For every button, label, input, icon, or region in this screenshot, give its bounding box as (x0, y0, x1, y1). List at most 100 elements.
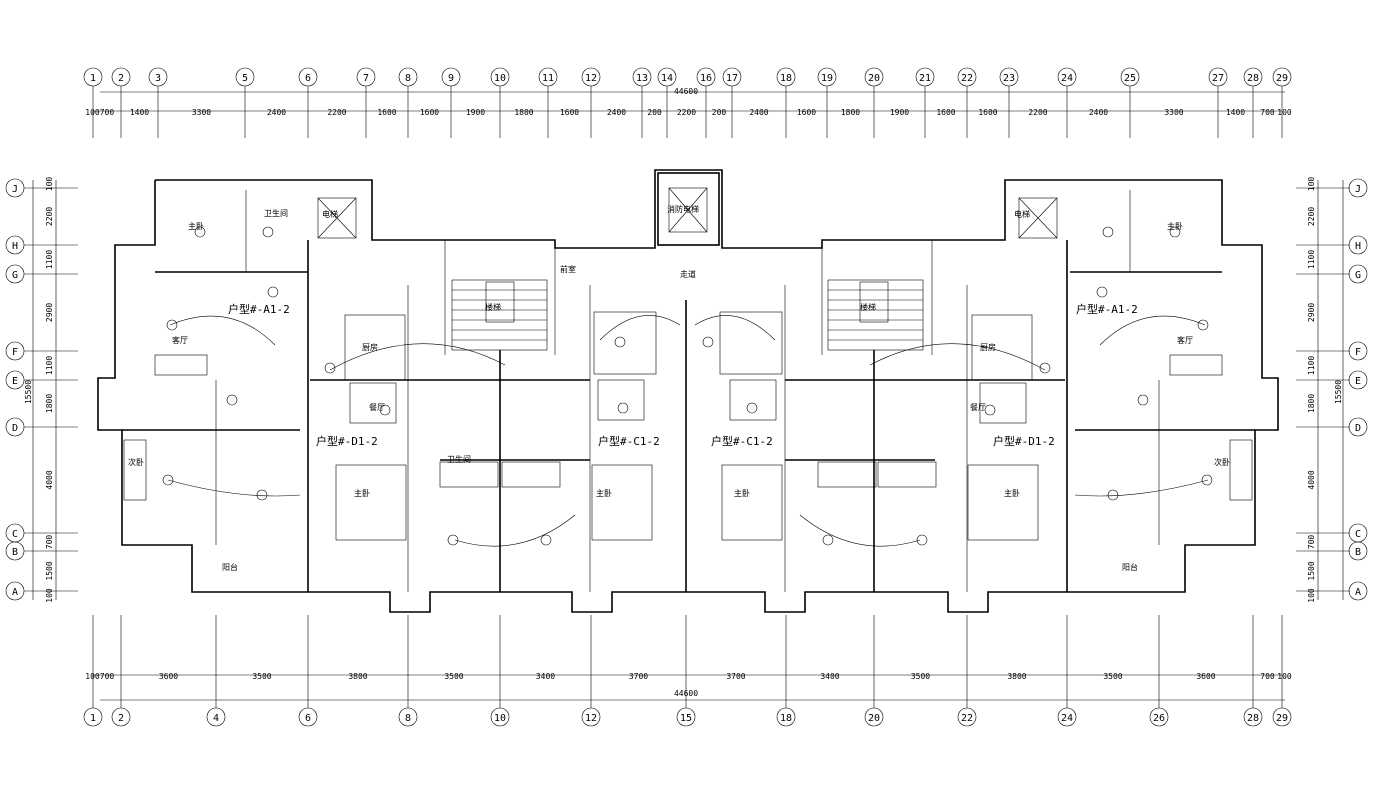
row-dimension-value: 100 (1307, 177, 1316, 192)
room-label: 主卧 (354, 488, 370, 498)
axis-bubble-top-23: 23 (999, 67, 1019, 138)
bottom-dimension-value: 3500 (911, 672, 930, 681)
axis-bubble-top-17: 17 (722, 67, 742, 138)
room-label: 前室 (560, 264, 576, 274)
top-dimension-value: 1600 (420, 108, 439, 117)
axis-label: B (1355, 547, 1361, 558)
axis-label: 2 (118, 713, 124, 724)
axis-label: 17 (726, 73, 738, 84)
axis-label: 23 (1003, 73, 1015, 84)
axis-label: 13 (636, 73, 648, 84)
room-label: 次卧 (128, 457, 144, 467)
axis-bubble-row-J: J (1296, 178, 1368, 198)
interior-walls (122, 190, 1255, 592)
axis-label: 29 (1276, 713, 1288, 724)
axis-bubble-row-E: E (5, 370, 78, 390)
axis-bubble-bottom-10: 10 (490, 615, 510, 727)
room-label: 主卧 (1004, 488, 1020, 498)
axis-bubble-top-6: 6 (298, 67, 318, 138)
row-dimension-value: 4000 (1307, 470, 1316, 489)
axis-bubble-top-27: 27 (1208, 67, 1228, 138)
top-dimension-value: 1600 (560, 108, 579, 117)
bottom-dimension-value: 3500 (252, 672, 271, 681)
top-total-dimension: 44600 (674, 87, 698, 96)
axis-label: 27 (1212, 73, 1224, 84)
axis-label: 24 (1061, 73, 1073, 84)
axis-bubble-top-2: 2 (111, 67, 131, 138)
top-dimension-value: 2400 (267, 108, 286, 117)
axis-bubble-top-24: 24 (1057, 67, 1077, 138)
axis-label: 2 (118, 73, 124, 84)
top-dimension-value: 1400 (130, 108, 149, 117)
axis-bubble-row-B: B (1296, 541, 1368, 561)
axis-label: 20 (868, 73, 880, 84)
row-dimension-value: 2900 (45, 303, 54, 322)
row-dimension-value: 1800 (45, 394, 54, 413)
axis-bubble-bottom-18: 18 (776, 615, 796, 727)
axis-label: 5 (242, 73, 248, 84)
room-label: 主卧 (734, 488, 750, 498)
axis-label: G (12, 270, 18, 281)
bottom-dimension-value: 700 (100, 672, 115, 681)
unit-type-label: 户型#-A1-2 (228, 302, 290, 316)
top-dimension-value: 100 (85, 108, 100, 117)
top-dimension-value: 700 (100, 108, 115, 117)
row-dimension-value: 1800 (1307, 394, 1316, 413)
axis-bubble-bottom-26: 26 (1149, 615, 1169, 727)
axis-label: 22 (961, 713, 973, 724)
axis-bubble-top-10: 10 (490, 67, 510, 138)
axis-bubble-top-29: 29 (1272, 67, 1292, 138)
top-dimension-value: 2200 (327, 108, 346, 117)
axis-label: 26 (1153, 713, 1165, 724)
axis-label: J (12, 184, 18, 195)
axis-label: 9 (448, 73, 454, 84)
row-dimension-value: 100 (45, 588, 54, 603)
axis-label: 4 (213, 713, 219, 724)
axis-label: C (12, 529, 18, 540)
unit-type-label: 户型#-D1-2 (993, 434, 1055, 448)
top-dimension-value: 2400 (1089, 108, 1108, 117)
axis-bubble-bottom-22: 22 (957, 615, 977, 727)
bottom-dimension-value: 3600 (1196, 672, 1215, 681)
axis-label: 18 (780, 713, 792, 724)
axis-bubble-row-G: G (1296, 264, 1368, 284)
axis-bubble-top-18: 18 (776, 67, 796, 138)
row-dimension-value: 4000 (45, 470, 54, 489)
bottom-dimension-value: 3400 (820, 672, 839, 681)
bottom-dimension-value: 3700 (726, 672, 745, 681)
axis-bubble-row-D: D (1296, 417, 1368, 437)
axis-label: 1 (90, 73, 96, 84)
axis-bubble-row-F: F (5, 341, 78, 361)
axis-bubble-top-12: 12 (581, 67, 601, 138)
axis-bubble-top-9: 9 (441, 67, 461, 138)
axis-label: 20 (868, 713, 880, 724)
row-dimension-value: 1500 (45, 561, 54, 580)
row-dimension-value: 2900 (1307, 303, 1316, 322)
top-dimension-value: 1600 (978, 108, 997, 117)
axis-label: 28 (1247, 73, 1259, 84)
row-dimension-value: 1100 (45, 250, 54, 269)
axis-label: 12 (585, 73, 597, 84)
bottom-dimension-value: 3600 (159, 672, 178, 681)
axis-bubble-top-13: 13 (632, 67, 652, 138)
bottom-dimension-value: 3800 (1007, 672, 1026, 681)
top-dimension-value: 700 (1260, 108, 1275, 117)
unit-type-label: 户型#-C1-2 (711, 434, 773, 448)
axis-bubble-bottom-15: 15 (676, 615, 696, 727)
axis-label: E (12, 376, 18, 387)
unit-type-label: 户型#-D1-2 (316, 434, 378, 448)
bottom-dimension-value: 3500 (1103, 672, 1122, 681)
room-label: 客厅 (1177, 335, 1193, 345)
top-dimension-value: 1600 (797, 108, 816, 117)
axis-label: 1 (90, 713, 96, 724)
top-dimension-value: 3300 (1164, 108, 1183, 117)
axis-label: F (12, 347, 18, 358)
row-dimension-value: 1100 (1307, 250, 1316, 269)
top-dimension-value: 1800 (841, 108, 860, 117)
axis-bubble-top-5: 5 (235, 67, 255, 138)
axis-label: 7 (363, 73, 369, 84)
left-total-dimension: 15500 (24, 380, 33, 404)
axis-label: 15 (680, 713, 692, 724)
